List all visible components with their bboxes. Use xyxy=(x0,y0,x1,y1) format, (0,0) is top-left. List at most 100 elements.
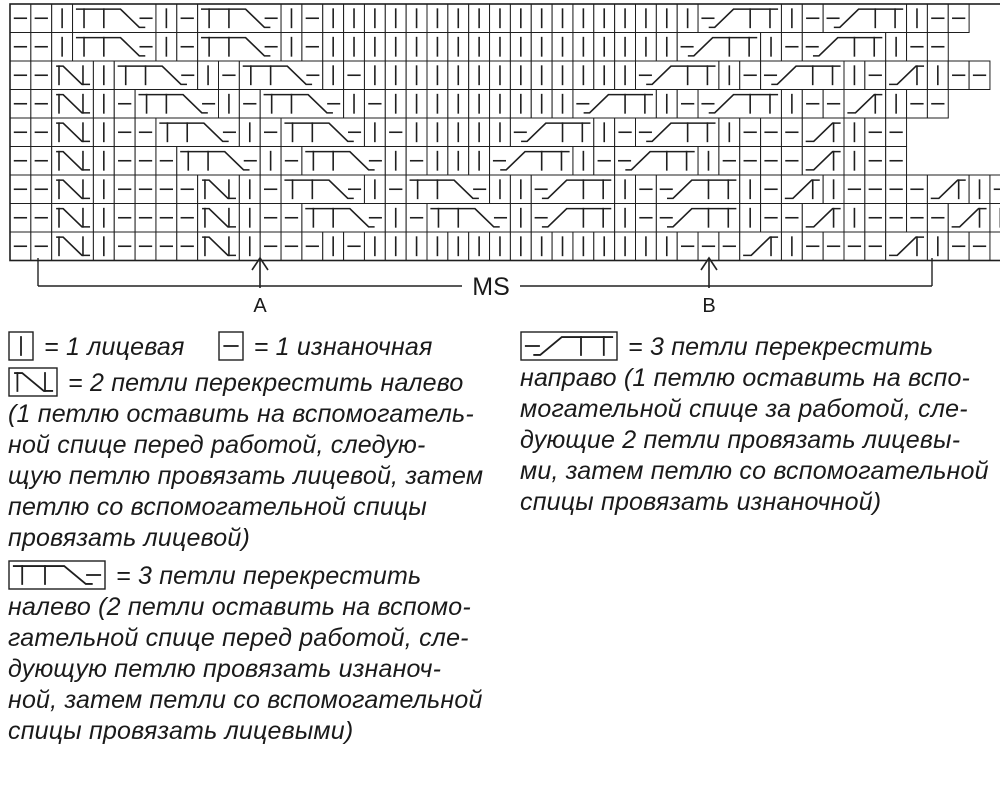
cross2-line-1: (1 петлю оставить на вспомогатель- xyxy=(8,400,474,428)
chart-cell xyxy=(405,60,428,90)
chart-cell xyxy=(280,231,303,261)
chart-cell xyxy=(906,3,928,33)
chart-cell xyxy=(259,203,282,233)
chart-cell xyxy=(489,146,574,176)
chart-cell xyxy=(593,32,616,62)
chart-cell xyxy=(739,60,762,90)
chart-cell xyxy=(363,3,386,33)
marker-b: B xyxy=(700,256,718,317)
marker-b-label: B xyxy=(702,295,715,317)
chart-cell xyxy=(197,3,282,33)
chart-cell xyxy=(926,89,949,119)
chart-cell xyxy=(384,32,407,62)
chart-cell xyxy=(906,89,928,119)
cross3-left-line-3: дующую петлю провязать изнаноч- xyxy=(8,655,442,683)
chart-cell xyxy=(572,89,657,119)
chart-cell xyxy=(906,174,928,204)
chart-cell xyxy=(780,174,824,204)
chart-cell xyxy=(530,231,553,261)
cross2-line-5: провязать лицевой) xyxy=(8,524,251,552)
chart-cell xyxy=(801,117,845,147)
chart-cell xyxy=(280,174,365,204)
marker-a-label: A xyxy=(253,295,267,317)
chart-cell xyxy=(718,231,741,261)
legend-cross3-left-row: = 3 петли перекрестить xyxy=(8,560,508,592)
chart-cell xyxy=(822,231,845,261)
chart-cell xyxy=(760,117,782,147)
cross3-right-line-2: могательной спице за работой, сле- xyxy=(520,395,968,423)
legend-basic-row: = 1 лицевая = 1 изнаночная xyxy=(8,331,508,363)
chart-cell xyxy=(72,32,157,62)
chart-cell xyxy=(218,60,240,90)
chart-cell xyxy=(426,117,449,147)
cross3-left-line-0: = 3 петли перекрестить xyxy=(116,562,422,590)
chart-cell xyxy=(30,60,53,90)
chart-cell xyxy=(509,32,532,62)
chart-cell xyxy=(655,203,741,233)
chart-cell xyxy=(238,60,324,90)
chart-cell xyxy=(822,89,845,119)
chart-cell xyxy=(51,32,74,62)
chart-cell xyxy=(51,60,94,90)
chart-cell xyxy=(9,117,32,147)
chart-cell xyxy=(9,60,32,90)
chart-cell xyxy=(405,32,428,62)
chart-cell xyxy=(9,146,32,176)
chart-cell xyxy=(489,60,511,90)
cross3-left-line-4: ной, затем петли со вспомогательной xyxy=(8,686,483,714)
chart-cell xyxy=(843,89,887,119)
chart-cell xyxy=(468,146,491,176)
chart-cell xyxy=(530,203,616,233)
chart-cell xyxy=(885,146,908,176)
chart-cell xyxy=(864,60,887,90)
chart-cell xyxy=(530,3,553,33)
chart-cell xyxy=(113,231,136,261)
chart-cell xyxy=(197,60,219,90)
chart-cell xyxy=(489,32,511,62)
chart-cell xyxy=(468,32,491,62)
chart-cell xyxy=(593,146,616,176)
chart-cell xyxy=(426,231,449,261)
chart-cell xyxy=(155,231,178,261)
chart-cell xyxy=(218,89,240,119)
chart-cell xyxy=(843,60,866,90)
chart-cell xyxy=(280,117,365,147)
chart-cell xyxy=(176,32,199,62)
chart-cell xyxy=(113,89,136,119)
chart-cell xyxy=(238,231,261,261)
chart-cell xyxy=(384,203,407,233)
chart-cell xyxy=(280,203,303,233)
chart-cell xyxy=(301,32,324,62)
chart-cell xyxy=(885,231,928,261)
chart-cell xyxy=(760,146,782,176)
chart-cell xyxy=(405,231,428,261)
chart-cell xyxy=(113,60,199,90)
chart-cell xyxy=(447,60,470,90)
cross3-right-line-1: направо (1 петлю оставить на вспо- xyxy=(520,364,971,392)
chart-cell xyxy=(968,60,991,90)
chart-cell xyxy=(822,174,845,204)
chart-cell xyxy=(197,231,240,261)
chart-cell xyxy=(468,89,491,119)
chart-cell xyxy=(134,174,157,204)
ms-bracket: MS xyxy=(37,258,933,301)
chart-cell xyxy=(885,60,928,90)
chart-cell xyxy=(447,32,470,62)
knit-stitch-icon xyxy=(8,331,34,361)
chart-cell xyxy=(92,231,115,261)
chart-cell xyxy=(363,117,386,147)
chart-cell xyxy=(780,203,803,233)
chart-cell xyxy=(843,203,866,233)
legend-left: = 1 лицевая = 1 изнаночная = 2 петли пер… xyxy=(8,331,508,747)
chart-cell xyxy=(989,174,1000,204)
chart-cell xyxy=(113,174,136,204)
chart-cell xyxy=(343,32,365,62)
chart-cell xyxy=(301,3,324,33)
chart-cell xyxy=(739,203,762,233)
chart-cell xyxy=(343,60,365,90)
chart-cell xyxy=(780,32,803,62)
chart-cell xyxy=(635,174,657,204)
chart-cell xyxy=(718,146,741,176)
chart-cell xyxy=(822,3,908,33)
chart-cell xyxy=(780,89,803,119)
